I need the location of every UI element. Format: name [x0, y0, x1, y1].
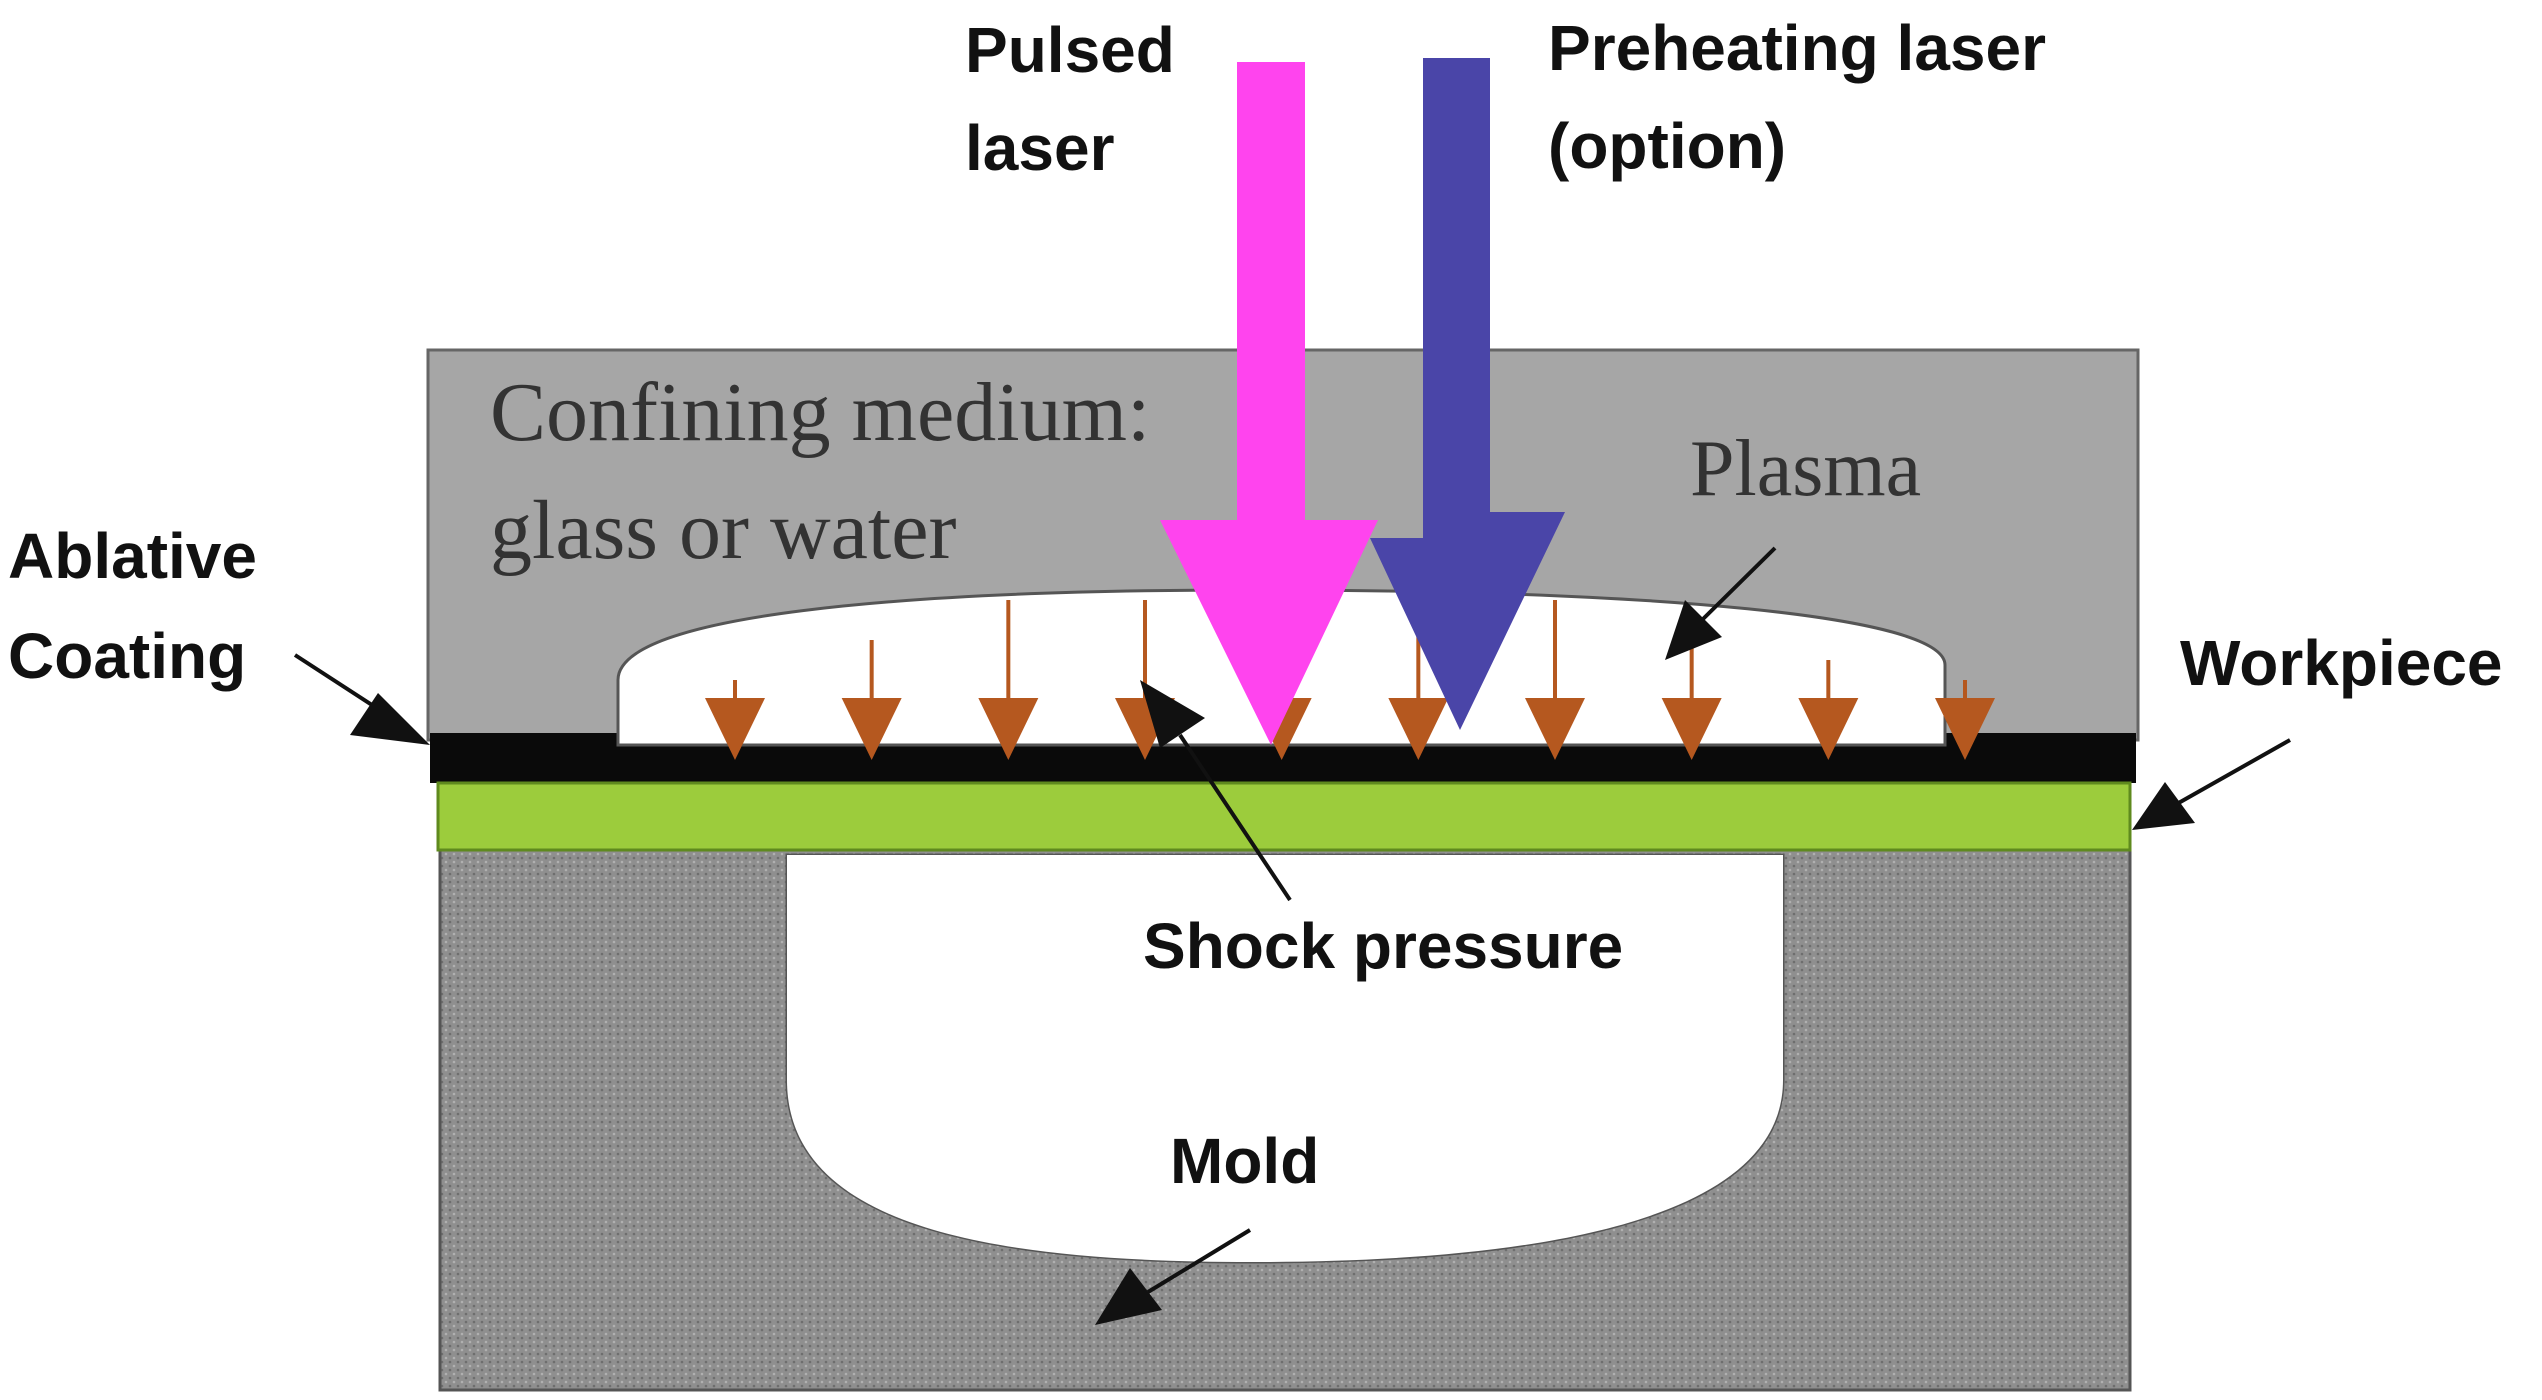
shock-pressure-arrow: [1798, 660, 1859, 760]
shock-pressure-arrow: [978, 600, 1039, 760]
workpiece-layer: [436, 781, 2132, 852]
plasma-pointer-arrow: [1665, 546, 1777, 660]
mold-label: Mold: [1170, 1125, 1319, 1197]
ablative-coating-pointer-arrow: [293, 653, 430, 745]
preheating-laser-label: Preheating laser (option): [1548, 12, 2064, 182]
shock-pressure-arrow: [1525, 600, 1585, 760]
pointer-arrows: [293, 546, 2291, 1325]
plasma-label: Plasma: [1690, 425, 1921, 513]
ablative-coating-label: Ablative Coating: [8, 520, 275, 692]
shock-pressure-arrow: [841, 640, 902, 760]
shock-pressure-label: Shock pressure: [1143, 910, 1623, 982]
mold-pointer-arrow: [1095, 1228, 1252, 1325]
preheating-laser-beam: [1370, 58, 1565, 730]
shock-pressure-arrow: [705, 680, 765, 760]
shock-pressure-pointer-arrow: [1140, 680, 1292, 902]
confining-medium-label: Confining medium: glass or water: [490, 366, 1171, 577]
workpiece-pointer-arrow: [2132, 738, 2291, 830]
pulsed-laser-beam: [1160, 62, 1378, 745]
mold-cavity: [787, 855, 1783, 1262]
workpiece-label: Workpiece: [2180, 627, 2503, 699]
pulsed-laser-label: Pulsed laser: [965, 14, 1193, 184]
shock-pressure-arrow: [1935, 680, 1995, 760]
